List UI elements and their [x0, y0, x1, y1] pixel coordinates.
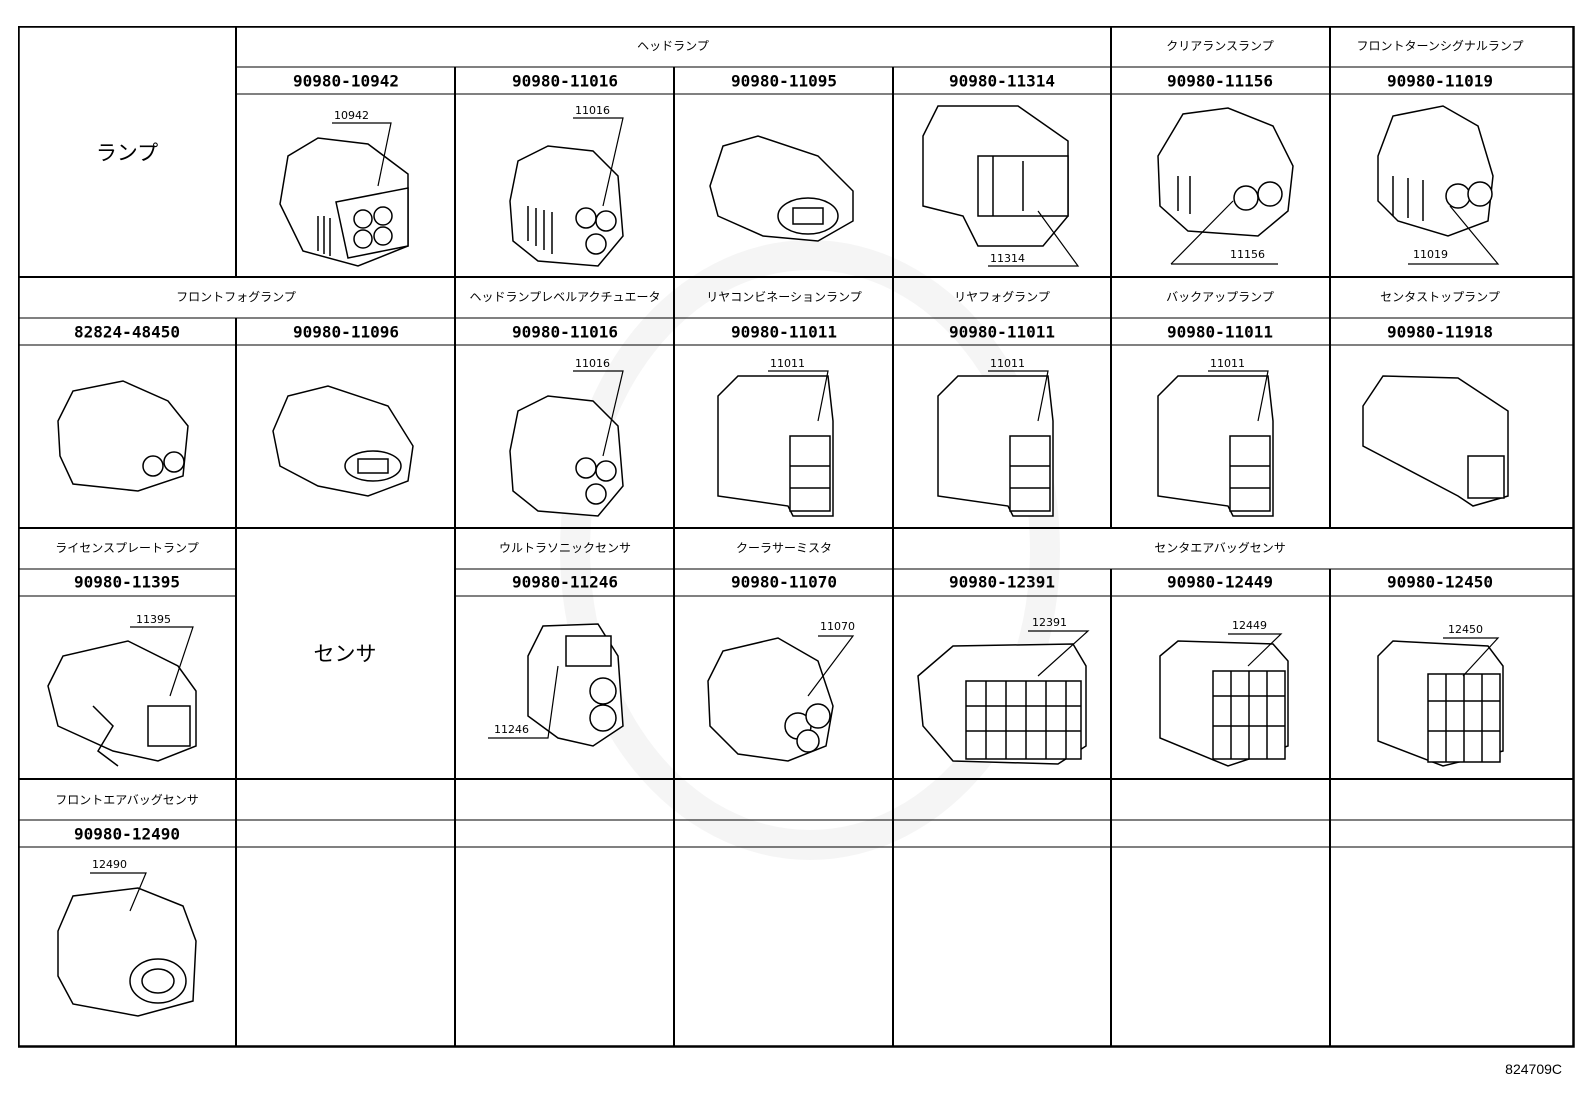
header-front-turn-signal: フロントターンシグナルランプ — [1356, 39, 1524, 53]
connector-drawing-11918 — [1362, 375, 1509, 507]
callout-11314: 11314 — [990, 252, 1025, 265]
callout-11011c: 11011 — [1210, 357, 1245, 370]
part-number-11395: 90980-11395 — [74, 572, 180, 592]
connector-drawing-11395 — [47, 640, 197, 767]
part-number-12450: 90980-12450 — [1387, 572, 1493, 592]
part-number-11095: 90980-11095 — [731, 71, 837, 91]
callout-11011a: 11011 — [770, 357, 805, 370]
part-number-11011a: 90980-11011 — [731, 322, 837, 342]
part-number-48450: 82824-48450 — [74, 322, 180, 342]
header-clearance-lamp: クリアランスランプ — [1166, 39, 1274, 53]
part-number-11314: 90980-11314 — [949, 71, 1055, 91]
connector-drawing-11095 — [709, 135, 854, 242]
connector-drawing-11011c — [1157, 375, 1274, 517]
diagram-code: 824709C — [1505, 1061, 1562, 1077]
connector-drawing-11314 — [922, 105, 1069, 247]
connector-drawing-11019 — [1377, 105, 1494, 237]
header-front-airbag: フロントエアバッグセンサ — [55, 793, 199, 807]
callout-11016: 11016 — [575, 104, 610, 117]
connector-drawing-11016 — [509, 145, 624, 267]
connector-drawing-11016b — [509, 395, 624, 517]
callout-11019: 11019 — [1413, 248, 1448, 261]
connector-drawing-12391 — [917, 643, 1087, 765]
part-number-11016: 90980-11016 — [512, 71, 618, 91]
callout-12391: 12391 — [1032, 616, 1067, 629]
part-number-11070: 90980-11070 — [731, 572, 837, 592]
callout-11395: 11395 — [136, 613, 171, 626]
header-rear-fog: リヤフォグランプ — [954, 290, 1050, 304]
connector-table: ランプ センサ ヘッドランプ クリアランスランプ フロントターンシグナルランプ … — [18, 26, 1575, 1048]
part-number-12490: 90980-12490 — [74, 824, 180, 844]
callout-11246: 11246 — [494, 723, 529, 736]
callout-12490: 12490 — [92, 858, 127, 871]
connector-drawing-48450 — [57, 380, 189, 492]
category-lamp: ランプ — [95, 141, 159, 165]
part-number-11011c: 90980-11011 — [1167, 322, 1273, 342]
header-rear-combination: リヤコンビネーションランプ — [706, 290, 862, 304]
connector-drawing-11011a — [717, 375, 834, 517]
header-front-fog: フロントフォグランプ — [176, 290, 296, 304]
part-number-12449: 90980-12449 — [1167, 572, 1273, 592]
part-number-11016b: 90980-11016 — [512, 322, 618, 342]
part-number-11246: 90980-11246 — [512, 572, 618, 592]
callout-11070: 11070 — [820, 620, 855, 633]
part-number-11011b: 90980-11011 — [949, 322, 1055, 342]
callout-11011b: 11011 — [990, 357, 1025, 370]
callout-11016b: 11016 — [575, 357, 610, 370]
header-leveling-actuator: ヘッドランプレベルアクチュエータ — [469, 290, 661, 304]
connector-drawing-11246 — [527, 623, 624, 747]
connector-drawing-10942 — [279, 137, 409, 267]
callout-11156: 11156 — [1230, 248, 1265, 261]
connector-drawing-11011b — [937, 375, 1054, 517]
part-number-11019: 90980-11019 — [1387, 71, 1493, 91]
part-number-11096: 90980-11096 — [293, 322, 399, 342]
connector-drawing-11156 — [1157, 107, 1294, 237]
part-number-11156: 90980-11156 — [1167, 71, 1273, 91]
part-number-10942: 90980-10942 — [293, 71, 399, 91]
connector-drawing-11096 — [272, 385, 414, 497]
part-number-11918: 90980-11918 — [1387, 322, 1493, 342]
connector-drawing-12450 — [1377, 640, 1504, 767]
category-sensor: センサ — [313, 642, 377, 666]
header-center-airbag: センタエアバッグセンサ — [1154, 541, 1286, 555]
connector-drawing-12490 — [57, 887, 197, 1017]
header-backup-lamp: バックアップランプ — [1166, 290, 1274, 304]
callout-12450: 12450 — [1448, 623, 1483, 636]
part-number-12391: 90980-12391 — [949, 572, 1055, 592]
callout-10942: 10942 — [334, 109, 369, 122]
header-headlamp: ヘッドランプ — [637, 39, 709, 53]
connector-drawing-12449 — [1159, 640, 1289, 767]
table-grid — [18, 26, 1575, 1048]
callout-12449: 12449 — [1232, 619, 1267, 632]
header-ultrasonic: ウルトラソニックセンサ — [498, 541, 632, 555]
header-cooler-thermistor: クーラサーミスタ — [735, 541, 833, 555]
connector-drawing-11070 — [707, 637, 834, 762]
header-center-stop: センタストップランプ — [1380, 290, 1500, 304]
header-license-plate: ライセンスプレートランプ — [55, 541, 199, 555]
